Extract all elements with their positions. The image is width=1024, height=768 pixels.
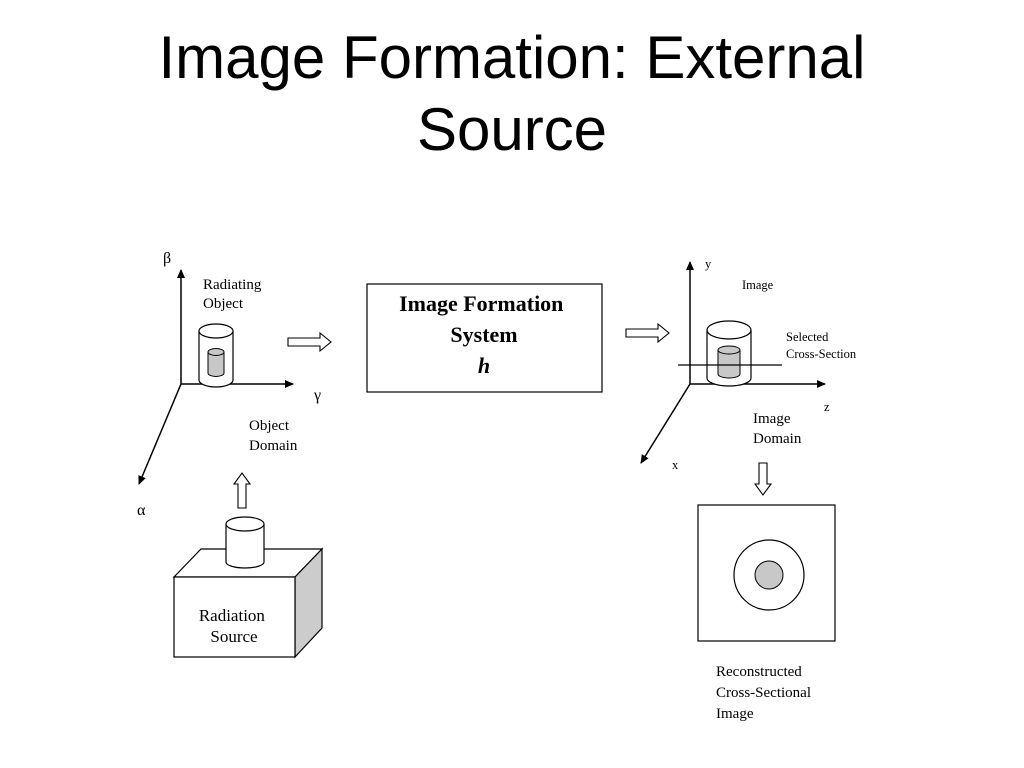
radiation-source-cylinder bbox=[225, 516, 265, 569]
title-line-1: Image Formation: External bbox=[158, 24, 866, 91]
radiation-source-label: Radiation Source bbox=[199, 606, 269, 646]
axis-label-y: y bbox=[705, 257, 712, 271]
image-formation-system-label: Image Formation System bbox=[399, 291, 569, 347]
title-line-2: Source bbox=[416, 96, 608, 163]
hollow-arrow-right-2 bbox=[625, 322, 670, 344]
radiation-source-box bbox=[172, 547, 324, 659]
image-domain-label: Image Domain bbox=[753, 411, 802, 447]
system-symbol-h: h bbox=[478, 353, 490, 378]
axis-label-x: x bbox=[672, 458, 679, 472]
axis-label-gamma: γ bbox=[313, 387, 321, 404]
image-label: Image bbox=[742, 278, 774, 292]
inner-section bbox=[754, 560, 784, 590]
radiating-object-cylinder bbox=[198, 323, 234, 388]
page-title: Image Formation: External Source bbox=[0, 22, 1024, 166]
axis-label-beta: β bbox=[163, 250, 171, 267]
hollow-arrow-up bbox=[232, 472, 252, 509]
axis-label-alpha: α bbox=[137, 502, 146, 519]
image-formation-system-box bbox=[366, 283, 603, 393]
reconstructed-image-label: Reconstructed Cross-Sectional Image bbox=[716, 664, 815, 722]
selected-cross-section-label: Selected Cross-Section bbox=[786, 330, 857, 361]
object-domain-label: Object Domain bbox=[249, 418, 298, 454]
radiating-object-label: Radiating Object bbox=[203, 277, 265, 312]
hollow-arrow-right-1 bbox=[287, 331, 332, 353]
alpha-axis bbox=[138, 383, 182, 485]
object-axes bbox=[138, 269, 294, 485]
image-cylinder bbox=[706, 320, 752, 387]
hollow-arrow-down bbox=[753, 462, 773, 496]
x-axis bbox=[640, 383, 691, 464]
axis-label-z: z bbox=[824, 400, 830, 414]
image-axes bbox=[640, 261, 826, 464]
